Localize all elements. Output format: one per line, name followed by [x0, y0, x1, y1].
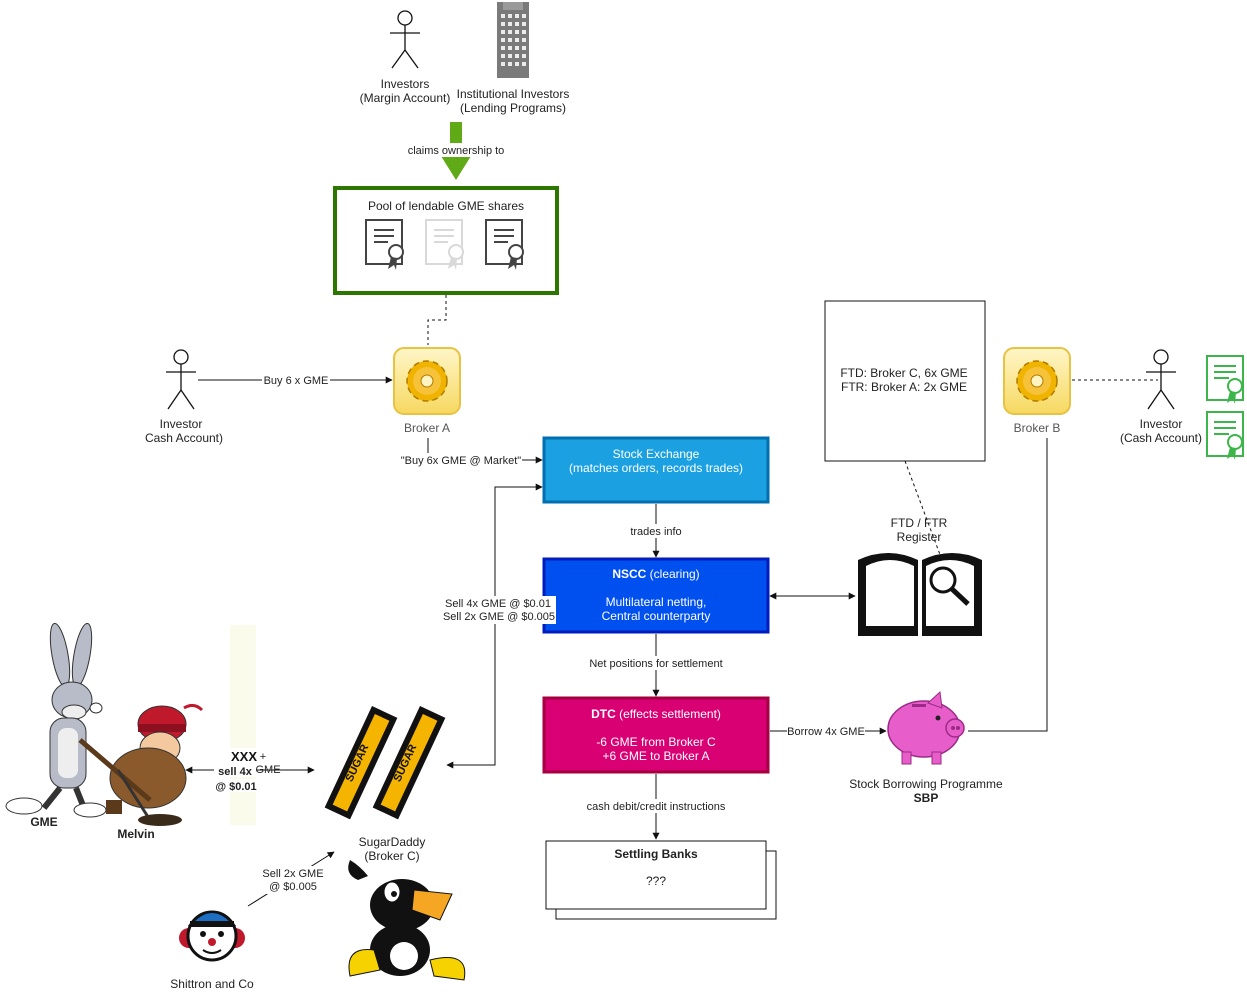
sell-line2: Sell 2x GME @ $0.005	[443, 611, 555, 623]
trades-info-label: trades info	[630, 526, 681, 538]
register-label: FTD / FTR	[891, 516, 948, 530]
certificate-icon	[1206, 411, 1244, 460]
hunter-icon	[78, 703, 204, 826]
broker-b-sbp-link	[968, 438, 1048, 732]
ftr-line: FTR: Broker A: 2x GME	[841, 380, 967, 394]
shittron-line1: Sell 2x GME	[262, 868, 323, 880]
broker-b-label: Broker B	[1014, 421, 1061, 435]
sugar-packets-icon: SUGAR SUGAR	[324, 706, 446, 820]
stick-figure-icon	[390, 10, 420, 69]
ftd-ftr-note: FTD: Broker C, 6x GME FTR: Broker A: 2x …	[824, 300, 986, 462]
claims-ownership-label: claims ownership to	[408, 145, 505, 157]
gear-icon	[1003, 347, 1071, 415]
investor-right-label: Investor	[1140, 417, 1183, 431]
sbp-short-label: SBP	[914, 791, 939, 805]
buy6-label: Buy 6 x GME	[264, 375, 329, 387]
investor-cash-left: Investor Cash Account)	[145, 349, 223, 445]
note-register-link	[904, 460, 943, 561]
broker-b: Broker B	[1003, 347, 1071, 435]
melvin-plus: +	[260, 751, 266, 763]
clown-icon	[179, 910, 245, 962]
piggy-bank-icon	[887, 690, 965, 765]
sbp-label: Stock Borrowing Programme	[849, 777, 1003, 791]
certificate-icon	[1206, 355, 1244, 404]
sell-flow	[446, 483, 543, 769]
broker-a-label: Broker A	[404, 421, 450, 435]
institutional-label: Institutional Investors	[457, 87, 570, 101]
shittron-line2: @ $0.005	[269, 881, 317, 893]
broker-c-sublabel: (Broker C)	[364, 849, 419, 863]
exchange-subtitle: (matches orders, records trades)	[569, 461, 743, 475]
office-building-icon	[497, 2, 529, 78]
investor-left-sublabel: Cash Account)	[145, 431, 223, 445]
banks-title: Settling Banks	[614, 847, 698, 861]
net-positions-label: Net positions for settlement	[589, 658, 722, 670]
investors-margin-label: Investors	[381, 77, 430, 91]
duck-icon	[348, 860, 466, 981]
dtc-box: DTC (effects settlement) -6 GME from Bro…	[542, 696, 770, 774]
broker-c-label: SugarDaddy	[359, 835, 426, 849]
stick-figure-icon	[1146, 349, 1176, 410]
investor-left-label: Investor	[160, 417, 203, 431]
claims-ownership-arrow: claims ownership to	[405, 122, 507, 180]
book-search-icon	[858, 553, 982, 636]
melvin-gme: GME	[255, 764, 280, 776]
sell-line1: Sell 4x GME @ $0.01	[445, 598, 551, 610]
investor-cash-right: Investor (Cash Account)	[1120, 349, 1202, 445]
certificate-icon	[425, 219, 464, 270]
dtc-line2: +6 GME to Broker A	[602, 749, 709, 763]
exchange-title: Stock Exchange	[613, 447, 700, 461]
borrow-label: Borrow 4x GME	[787, 726, 865, 738]
certificate-icon	[485, 219, 524, 270]
nscc-title: NSCC (clearing)	[612, 567, 699, 581]
broker-a: Broker A	[393, 347, 461, 435]
pool-broker-a-link	[427, 295, 447, 345]
banks-body: ???	[646, 874, 666, 888]
institutional-investors: Institutional Investors (Lending Program…	[457, 2, 570, 115]
melvin-xxx: XXX	[231, 749, 257, 764]
dtc-line1: -6 GME from Broker C	[596, 735, 716, 749]
institutional-sublabel: (Lending Programs)	[460, 101, 566, 115]
nscc-line2: Central counterparty	[602, 609, 711, 623]
settling-banks: Settling Banks ???	[545, 840, 777, 920]
gme-label: GME	[30, 815, 57, 829]
buy-market-label: "Buy 6x GME @ Market"	[401, 455, 522, 467]
melvin-band	[230, 625, 256, 825]
investors-margin-figure: Investors (Margin Account)	[360, 10, 451, 105]
nscc-line1: Multilateral netting,	[606, 595, 707, 609]
nscc-box: NSCC (clearing) Multilateral netting, Ce…	[542, 557, 770, 634]
cash-instr-label: cash debit/credit instructions	[587, 801, 726, 813]
stick-figure-icon	[166, 349, 196, 410]
melvin-sell: sell 4x	[218, 766, 253, 778]
lendable-pool: Pool of lendable GME shares	[333, 186, 559, 295]
buy6-flow: Buy 6 x GME	[198, 373, 393, 387]
melvin-price: @ $0.01	[215, 781, 256, 793]
bunny-icon	[5, 622, 107, 818]
melvin-label: Melvin	[117, 827, 154, 841]
certificate-icon	[365, 219, 404, 270]
stock-exchange: Stock Exchange (matches orders, records …	[542, 436, 770, 504]
investors-margin-sublabel: (Margin Account)	[360, 91, 451, 105]
register-sublabel: Register	[897, 530, 942, 544]
dtc-title: DTC (effects settlement)	[591, 707, 721, 721]
investor-right-sublabel: (Cash Account)	[1120, 431, 1202, 445]
shittron-label: Shittron and Co	[170, 977, 254, 991]
pool-title: Pool of lendable GME shares	[368, 199, 524, 213]
gear-icon	[393, 347, 461, 415]
ftd-line: FTD: Broker C, 6x GME	[840, 366, 967, 380]
